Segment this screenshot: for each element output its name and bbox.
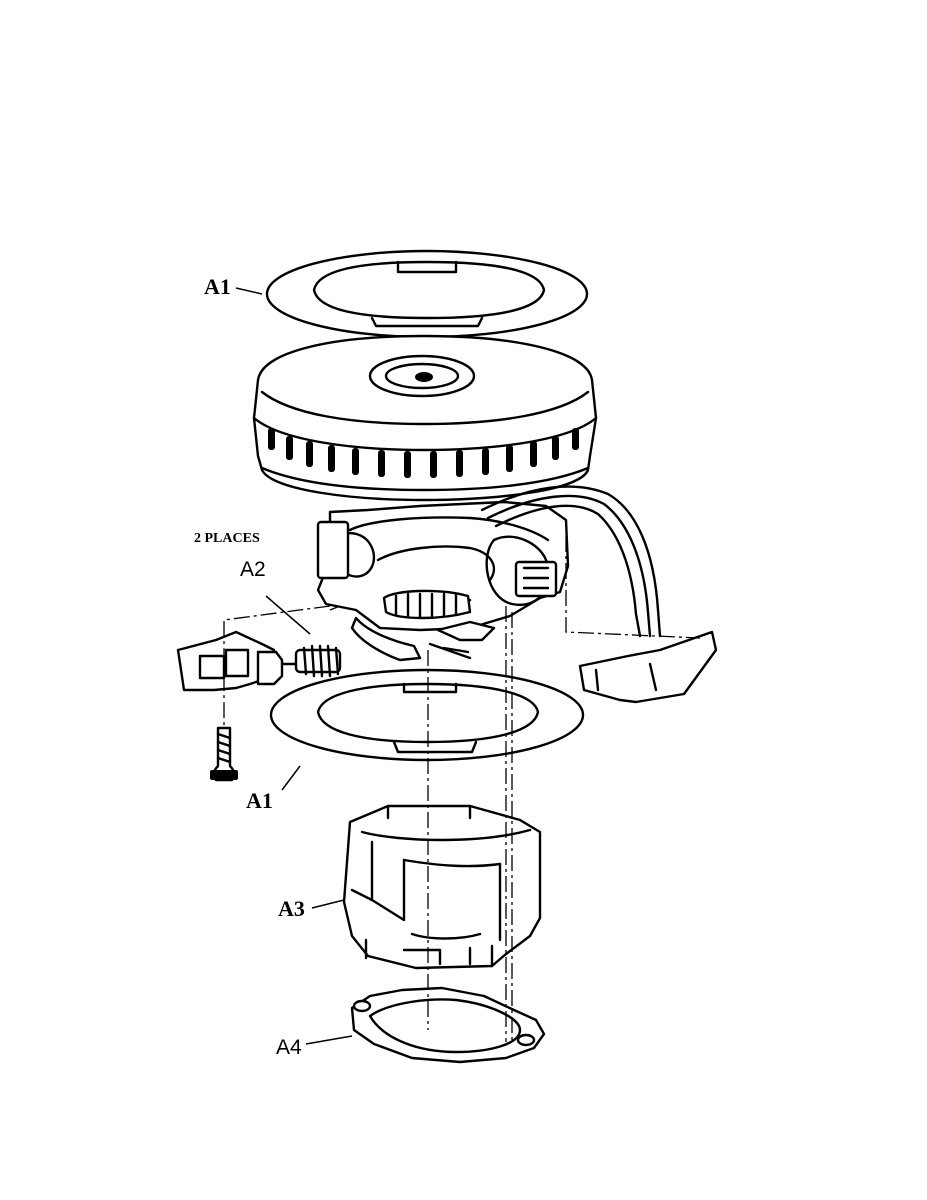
- label-a1-bottom: A1: [246, 788, 273, 813]
- brush-assembly: [176, 630, 342, 692]
- label-a4: A4: [276, 1036, 302, 1059]
- fan-housing: [252, 334, 598, 502]
- field-housing: [342, 804, 542, 970]
- part-labels: A1 2 PLACES A2 A1 A3 A4: [194, 274, 305, 1059]
- leader-lines: [235, 287, 353, 1045]
- label-a1-top: A1: [204, 274, 231, 299]
- gasket-ring-bottom: [269, 668, 585, 762]
- vent-slots: [268, 428, 579, 478]
- wire-insulator: [578, 630, 718, 704]
- label-a2: A2: [240, 558, 266, 581]
- label-a3: A3: [278, 896, 305, 921]
- bottom-gasket: [350, 986, 546, 1064]
- gasket-ring-top: [265, 249, 589, 339]
- alignment-lines: [223, 536, 701, 1042]
- motor-armature-assembly: [316, 485, 662, 662]
- brush-spring: [294, 644, 342, 678]
- screw: [210, 726, 238, 782]
- label-two-places: 2 PLACES: [194, 531, 260, 546]
